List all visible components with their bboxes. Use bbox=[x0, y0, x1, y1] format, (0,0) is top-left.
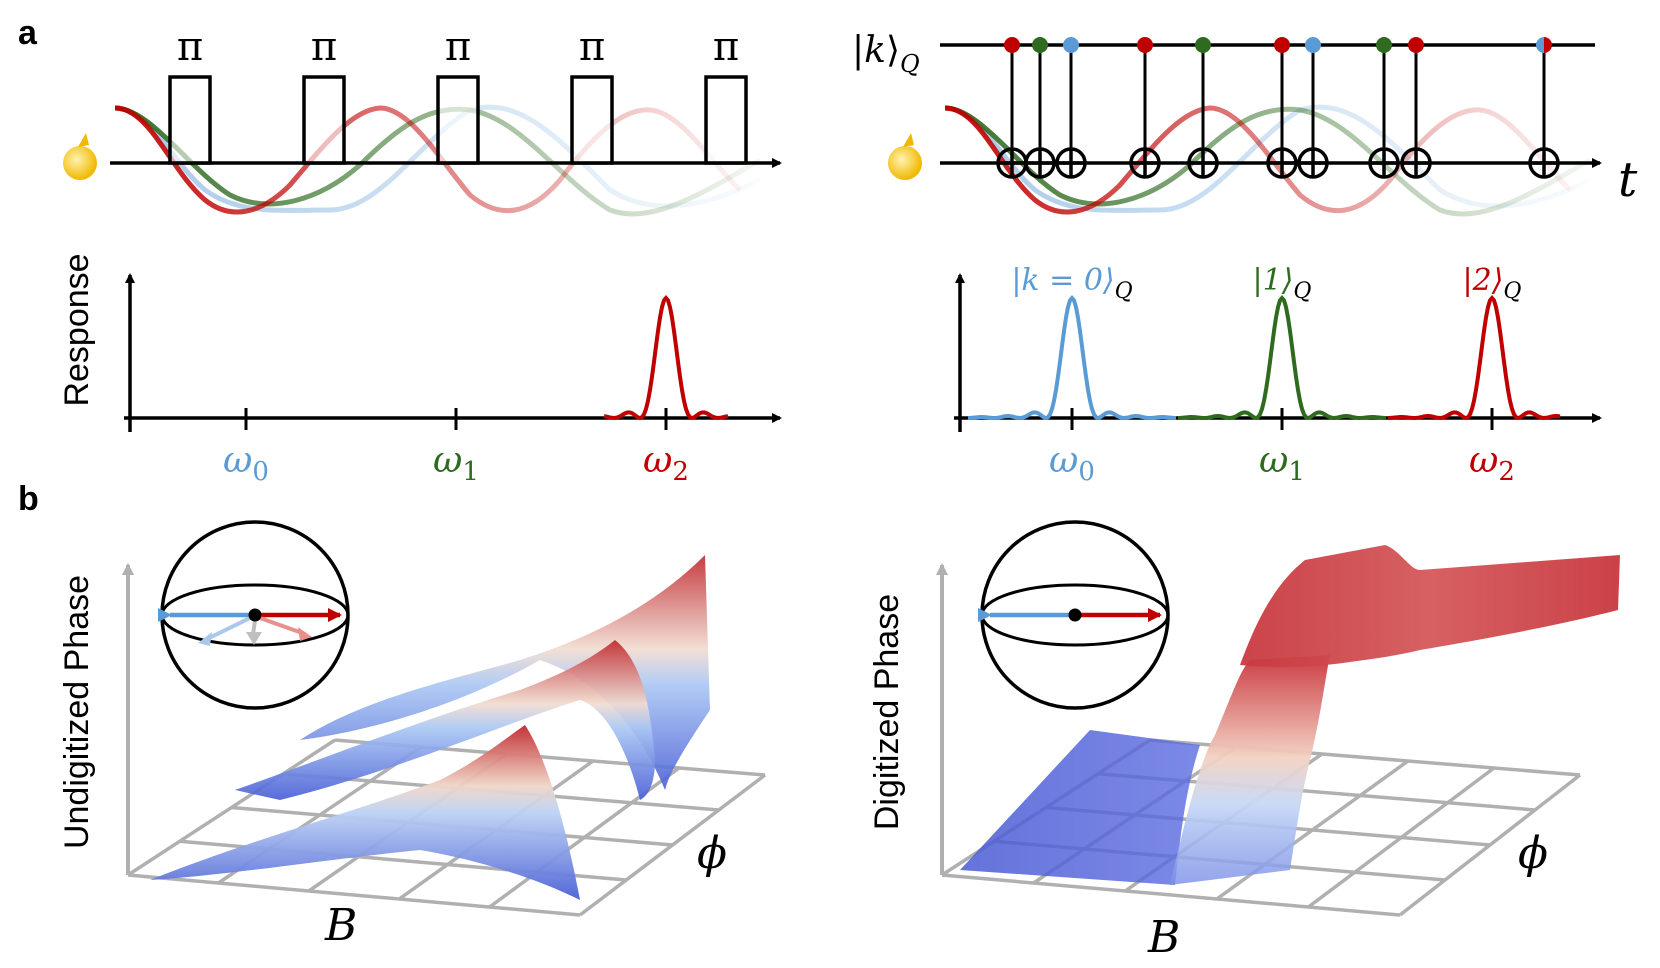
signal-red-left bbox=[114, 105, 742, 215]
response-peak-green bbox=[1178, 294, 1386, 421]
omega0-label-left: ω0 bbox=[223, 440, 269, 487]
signal-blue-right bbox=[944, 104, 1592, 213]
omega0-label-right: ω0 bbox=[1049, 440, 1095, 487]
pi-label-1: π bbox=[177, 24, 203, 70]
control-dot bbox=[1004, 37, 1020, 53]
pulse-sequence-left: π π π π π bbox=[63, 24, 782, 217]
ket-k-label: |k⟩Q bbox=[852, 30, 920, 78]
phase-plateau-low bbox=[960, 730, 1200, 885]
phase-surface-front bbox=[150, 725, 580, 900]
pi-pulse-1 bbox=[168, 75, 212, 165]
spin-qubit-icon bbox=[888, 133, 922, 180]
response-peak-red bbox=[1388, 294, 1561, 421]
signal-blue-left bbox=[114, 104, 762, 213]
signal-green-right bbox=[944, 105, 1592, 217]
response-plot-left: Response ω0 ω1 ω2 bbox=[58, 253, 782, 487]
phase-axis-label-right: ϕ bbox=[1518, 828, 1548, 879]
cnot-target-icon bbox=[1024, 147, 1056, 179]
controlled-gates bbox=[996, 37, 1560, 179]
pi-label-2: π bbox=[311, 24, 337, 70]
control-dot bbox=[1274, 37, 1290, 53]
phase-step bbox=[1170, 655, 1330, 885]
control-dot bbox=[1408, 37, 1424, 53]
control-dot bbox=[1063, 37, 1079, 53]
omega2-label-right: ω2 bbox=[1469, 440, 1515, 487]
response-axis-label: Response bbox=[58, 253, 96, 406]
cnot-target-icon bbox=[1400, 147, 1432, 179]
pi-pulse-4 bbox=[570, 75, 614, 165]
phase-surface-middle bbox=[235, 640, 655, 800]
cnot-target-icon bbox=[1187, 147, 1219, 179]
spin-qubit-icon bbox=[63, 133, 97, 180]
pi-pulse-5 bbox=[704, 75, 748, 165]
signal-red-right bbox=[944, 105, 1572, 215]
bloch-sphere-icon bbox=[158, 520, 350, 710]
control-dot-blue bbox=[1536, 37, 1544, 53]
response-plot-right: |k = 0⟩Q |1⟩Q |2⟩Q ω0 ω1 ω2 bbox=[954, 263, 1602, 487]
cnot-target-icon bbox=[996, 147, 1028, 179]
pi-label-3: π bbox=[445, 24, 471, 70]
cnot-target-icon bbox=[1528, 147, 1560, 179]
control-dot bbox=[1305, 37, 1321, 53]
phase-plateau-high bbox=[1240, 545, 1620, 667]
panel-label-a: a bbox=[18, 14, 38, 52]
peak2-ket-label: |2⟩Q bbox=[1463, 263, 1522, 304]
grid-line bbox=[127, 873, 581, 917]
omega1-label-left: ω1 bbox=[433, 440, 479, 487]
pulse-sequence-right: |k⟩Q t bbox=[852, 30, 1638, 217]
response-peak-blue bbox=[968, 294, 1176, 421]
signal-green-left bbox=[114, 105, 762, 217]
bloch-sphere-icon bbox=[978, 520, 1170, 710]
control-dot bbox=[1032, 37, 1048, 53]
cnot-target-icon bbox=[1055, 147, 1087, 179]
response-peak-red-left bbox=[603, 294, 729, 421]
control-dot bbox=[1195, 37, 1211, 53]
time-label: t bbox=[1618, 152, 1638, 208]
field-axis-label-right: B bbox=[1147, 912, 1180, 963]
pi-label-4: π bbox=[579, 24, 605, 70]
undigitized-axis-label: Undigitized Phase bbox=[58, 575, 96, 849]
cnot-target-icon bbox=[1129, 147, 1161, 179]
digitized-axis-label: Digitized Phase bbox=[868, 594, 906, 830]
cnot-target-icon bbox=[1368, 147, 1400, 179]
phase-axis-label-left: ϕ bbox=[697, 828, 727, 879]
peak1-ket-label: |1⟩Q bbox=[1253, 263, 1312, 304]
omega1-label-right: ω1 bbox=[1259, 440, 1305, 487]
control-dot-red bbox=[1544, 37, 1552, 53]
pi-pulse-2 bbox=[302, 75, 346, 165]
panel-label-b: b bbox=[18, 480, 39, 518]
cnot-target-icon bbox=[1266, 147, 1298, 179]
omega2-label-left: ω2 bbox=[643, 440, 689, 487]
grid-line bbox=[941, 873, 1401, 917]
pi-pulse-3 bbox=[436, 75, 480, 165]
pi-label-5: π bbox=[713, 24, 739, 70]
control-dot bbox=[1137, 37, 1153, 53]
undigitized-phase-plot: Undigitized Phase B ϕ bbox=[58, 520, 767, 951]
digitized-phase-plot: Digitized Phase B ϕ bbox=[868, 520, 1620, 963]
phase-surface-back bbox=[300, 555, 710, 790]
field-axis-label-left: B bbox=[324, 900, 357, 951]
control-dot bbox=[1376, 37, 1392, 53]
cnot-target-icon bbox=[1297, 147, 1329, 179]
peak0-ket-label: |k = 0⟩Q bbox=[1011, 263, 1132, 304]
